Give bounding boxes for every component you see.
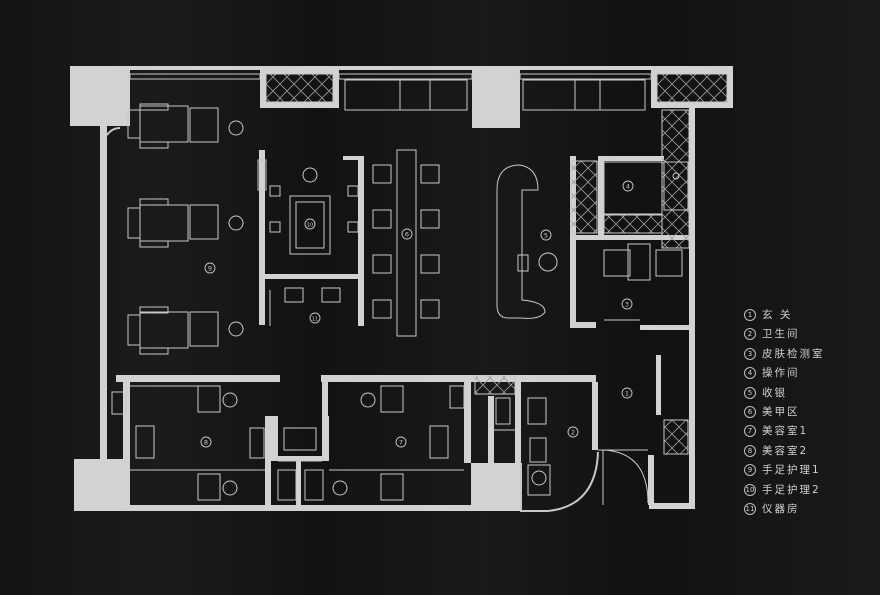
pedicure-chairs — [127, 103, 244, 355]
wall-bottom — [130, 505, 471, 511]
room-marker-number: 2 — [571, 428, 575, 436]
column-bottom-mid — [471, 463, 521, 511]
wall-room-7-top — [321, 375, 471, 382]
room-marker-9: 9 — [204, 262, 216, 274]
room-marker-number: 10 — [307, 222, 313, 228]
fixtures — [106, 73, 728, 512]
legend-item: 11 仪器房 — [744, 500, 825, 519]
legend-item: 5 收银 — [744, 384, 825, 403]
wall-top — [130, 66, 260, 70]
room-marker-number: 3 — [625, 300, 629, 308]
room-marker-2: 2 — [567, 426, 579, 438]
room-marker-10: 10 — [304, 218, 316, 230]
legend-label: 收银 — [762, 386, 787, 399]
room-marker-4: 4 — [622, 180, 634, 192]
legend-label: 卫生间 — [762, 328, 800, 341]
room-marker-circle — [622, 180, 634, 192]
entrance-door — [602, 449, 649, 505]
legend-label: 操作间 — [762, 367, 800, 380]
legend-number: 6 — [744, 405, 756, 418]
bathroom-curve — [520, 451, 599, 512]
room-marker-5: 5 — [540, 229, 552, 241]
legend-number: 5 — [744, 386, 756, 399]
wall-skin-room — [570, 156, 576, 326]
room-marker-number: 7 — [399, 438, 403, 446]
top-box-left — [260, 66, 339, 108]
room-marker-circle — [401, 228, 413, 240]
room-marker-circle — [395, 436, 407, 448]
top-box-right — [651, 66, 733, 108]
legend-label: 玄 关 — [762, 309, 793, 321]
room-marker-circle — [567, 426, 579, 438]
legend-item: 9 手足护理1 — [744, 461, 825, 480]
column-top-mid — [472, 66, 520, 128]
legend-number: 1 — [744, 309, 756, 321]
room-marker-number: 6 — [405, 230, 409, 238]
wall-right — [689, 108, 695, 509]
reception-desk — [496, 164, 546, 319]
room-legend: 1 玄 关 2 卫生间 3 皮肤检测室 4 操作间 5 收银 6 美甲区 7 美容室1 8 美容室2 9 手足护理… — [744, 306, 825, 519]
legend-number: 4 — [744, 367, 756, 380]
legend-item: 8 美容室2 — [744, 442, 825, 461]
column-bottom-left — [74, 459, 130, 511]
legend-item: 10 手足护理2 — [744, 481, 825, 500]
room-marker-number: 5 — [544, 231, 548, 239]
room-marker-number: 9 — [208, 264, 212, 272]
room-marker-11: 11 — [309, 312, 321, 324]
legend-number: 3 — [744, 347, 756, 360]
legend-label: 手足护理1 — [762, 464, 821, 477]
room-marker-7: 7 — [395, 436, 407, 448]
room-marker-6: 6 — [401, 228, 413, 240]
room-marker-circle — [204, 262, 216, 274]
room-marker-number: 1 — [625, 389, 629, 397]
room-marker-8: 8 — [200, 436, 212, 448]
legend-label: 仪器房 — [762, 502, 800, 515]
legend-number: 9 — [744, 464, 756, 477]
room-marker-circle — [304, 218, 316, 230]
legend-item: 1 玄 关 — [744, 306, 825, 325]
room-marker-circle — [621, 298, 633, 310]
walls — [70, 66, 733, 511]
legend-label: 手足护理2 — [762, 483, 821, 496]
room-marker-number: 4 — [626, 182, 630, 190]
legend-number: 2 — [744, 328, 756, 341]
legend-number: 10 — [744, 483, 756, 496]
legend-number: 7 — [744, 425, 756, 438]
room-marker-number: 11 — [312, 316, 318, 322]
manicure-table — [396, 149, 417, 337]
legend-item: 6 美甲区 — [744, 403, 825, 422]
wall-left — [100, 126, 107, 459]
room-marker-1: 1 — [621, 387, 633, 399]
room-marker-3: 3 — [621, 298, 633, 310]
legend-label: 美容室1 — [762, 425, 809, 438]
legend-label: 皮肤检测室 — [762, 347, 825, 360]
wall-nail-zone — [259, 150, 265, 325]
wall-room-8-top — [116, 375, 280, 382]
room-marker-circle — [309, 312, 321, 324]
legend-item: 2 卫生间 — [744, 325, 825, 344]
room-markers: 1 2 3 4 5 6 7 8 9 10 11 — [200, 180, 634, 448]
legend-label: 美容室2 — [762, 444, 809, 457]
legend-item: 3 皮肤检测室 — [744, 345, 825, 364]
room-marker-circle — [200, 436, 212, 448]
column-top-left — [70, 66, 130, 126]
room-marker-number: 8 — [204, 438, 208, 446]
legend-item: 4 操作间 — [744, 364, 825, 383]
legend-item: 7 美容室1 — [744, 422, 825, 441]
room-marker-circle — [621, 387, 633, 399]
wall-curve — [106, 127, 121, 136]
legend-number: 8 — [744, 444, 756, 457]
legend-number: 11 — [744, 502, 756, 515]
room-marker-circle — [540, 229, 552, 241]
legend-label: 美甲区 — [762, 405, 800, 418]
